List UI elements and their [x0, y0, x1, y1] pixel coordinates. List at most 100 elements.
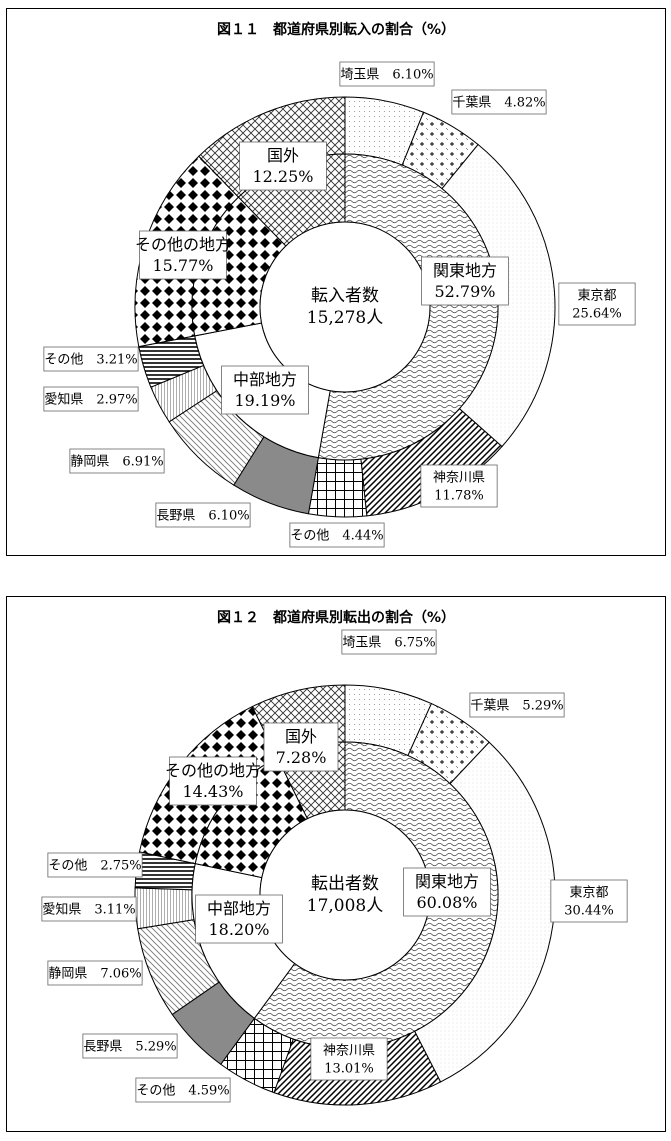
- center-label-title: 転入者数: [311, 286, 379, 306]
- label-text: 静岡県 7.06%: [48, 967, 141, 982]
- slice-label: 東京都 30.44%: [550, 879, 628, 923]
- label-text: 東京都: [577, 288, 616, 304]
- slice-label: 東京都 25.64%: [558, 282, 636, 326]
- center-label-title: 転出者数: [311, 874, 379, 894]
- label-box: [82, 1033, 178, 1059]
- slice-label: 静岡県 7.06%: [47, 960, 143, 986]
- label-box: [558, 282, 636, 326]
- label-text: 18.20%: [208, 920, 269, 939]
- label-text: 長野県 6.10%: [156, 509, 249, 524]
- slice-label: 長野県 6.10%: [155, 502, 251, 528]
- label-box: [169, 756, 257, 806]
- slice-label: 国外 12.25%: [239, 141, 327, 191]
- label-text: 神奈川県: [323, 1044, 375, 1059]
- label-text: 19.19%: [234, 391, 295, 410]
- label-text: 14.43%: [182, 782, 243, 801]
- slice-label: その他の地方 15.77%: [135, 230, 231, 280]
- label-text: 関東地方: [415, 872, 479, 891]
- label-text: その他 3.21%: [44, 353, 137, 368]
- label-text: その他の地方: [135, 235, 231, 254]
- slice-label: 長野県 5.29%: [82, 1033, 178, 1059]
- slice-label: その他 4.44%: [289, 522, 385, 548]
- label-text: 千葉県 5.29%: [470, 699, 563, 714]
- slice-label: 神奈川県 13.01%: [310, 1037, 388, 1081]
- label-box: [339, 61, 435, 87]
- label-text: 13.01%: [324, 1062, 374, 1077]
- label-box: [43, 346, 139, 372]
- slice-label: 愛知県 2.97%: [43, 386, 139, 412]
- label-box: [239, 141, 327, 191]
- center-label-count: 15,278人: [307, 308, 383, 328]
- slice-label: 千葉県 5.29%: [469, 692, 565, 718]
- slice-label: 関東地方 60.08%: [403, 867, 491, 917]
- label-text: 30.44%: [564, 904, 614, 919]
- label-text: 11.78%: [434, 489, 484, 504]
- label-box: [550, 879, 628, 923]
- label-box: [403, 867, 491, 917]
- label-text: 7.28%: [276, 748, 327, 767]
- label-box: [195, 894, 283, 944]
- label-text: その他 2.75%: [48, 859, 141, 874]
- label-box: [69, 448, 165, 474]
- label-text: 60.08%: [416, 893, 477, 912]
- label-box: [469, 692, 565, 718]
- slice-label: その他の地方 14.43%: [165, 756, 261, 806]
- label-box: [341, 629, 437, 655]
- label-text: 埼玉県 6.75%: [342, 636, 435, 651]
- label-text: 東京都: [569, 885, 608, 901]
- center-label-count: 17,008人: [307, 896, 383, 916]
- label-box: [41, 896, 137, 922]
- label-text: 国外: [267, 146, 299, 165]
- label-text: 愛知県 2.97%: [44, 392, 137, 408]
- label-box: [221, 365, 309, 415]
- label-box: [420, 464, 498, 508]
- slice-label: 愛知県 3.11%: [41, 896, 137, 922]
- label-text: 中部地方: [233, 370, 297, 389]
- label-box: [135, 1077, 231, 1103]
- label-box: [139, 230, 227, 280]
- label-box: [155, 502, 251, 528]
- label-text: 25.64%: [572, 307, 622, 322]
- slice-label: 神奈川県 11.78%: [420, 464, 498, 508]
- slice-label: 中部地方 18.20%: [195, 894, 283, 944]
- label-box: [289, 522, 385, 548]
- label-box: [43, 386, 139, 412]
- slice-label: その他 2.75%: [47, 852, 143, 878]
- slice-label: その他 4.59%: [135, 1077, 231, 1103]
- label-text: 12.25%: [252, 167, 313, 186]
- label-text: 関東地方: [433, 261, 497, 280]
- slice-label: 関東地方 52.79%: [421, 256, 509, 306]
- slice-label: その他 3.21%: [43, 346, 139, 372]
- slice-label: 埼玉県 6.75%: [341, 629, 437, 655]
- slice-label: 中部地方 19.19%: [221, 365, 309, 415]
- chart-title: 図１１ 都道府県別転入の割合（%）: [216, 22, 456, 38]
- label-text: その他 4.44%: [290, 529, 383, 544]
- label-text: 埼玉県 6.10%: [340, 68, 433, 83]
- label-text: 静岡県 6.91%: [70, 455, 163, 470]
- label-text: 千葉県 4.82%: [452, 96, 545, 111]
- slice-label: 国外 7.28%: [263, 722, 339, 772]
- slice-label: 埼玉県 6.10%: [339, 61, 435, 87]
- label-box: [310, 1037, 388, 1081]
- slice-label: 静岡県 6.91%: [69, 448, 165, 474]
- label-text: 愛知県 3.11%: [42, 902, 135, 918]
- label-box: [421, 256, 509, 306]
- chart-title: 図１２ 都道府県別転出の割合（%）: [216, 610, 456, 626]
- label-text: 15.77%: [152, 256, 213, 275]
- label-text: 中部地方: [207, 899, 271, 918]
- label-box: [451, 89, 547, 115]
- label-text: 長野県 5.29%: [83, 1040, 176, 1055]
- label-box: [263, 722, 339, 772]
- slice-label: 千葉県 4.82%: [451, 89, 547, 115]
- label-text: 52.79%: [434, 282, 495, 301]
- label-text: 国外: [285, 727, 317, 746]
- label-box: [47, 852, 143, 878]
- label-text: その他の地方: [165, 761, 261, 780]
- label-text: 神奈川県: [433, 471, 485, 486]
- label-text: その他 4.59%: [136, 1084, 229, 1099]
- label-box: [47, 960, 143, 986]
